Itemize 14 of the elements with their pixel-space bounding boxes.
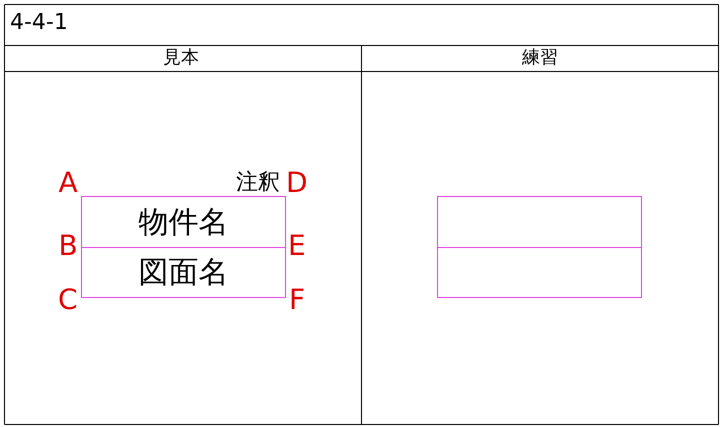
title-block-cell: 物件名	[81, 196, 286, 248]
point-letter: F	[289, 286, 306, 314]
point-letter: A	[58, 169, 78, 197]
point-letter: B	[58, 232, 78, 260]
empty-box	[437, 247, 642, 298]
point-letter: E	[288, 232, 306, 260]
column-header: 練習	[522, 49, 558, 67]
point-letter: D	[286, 169, 308, 197]
point-letter: C	[58, 286, 78, 314]
column-header: 見本	[163, 49, 199, 67]
empty-box	[437, 196, 642, 248]
sheet-number: 4-4-1	[10, 12, 68, 34]
title-block-cell: 図面名	[81, 247, 286, 298]
note-label: 注釈	[236, 172, 280, 194]
